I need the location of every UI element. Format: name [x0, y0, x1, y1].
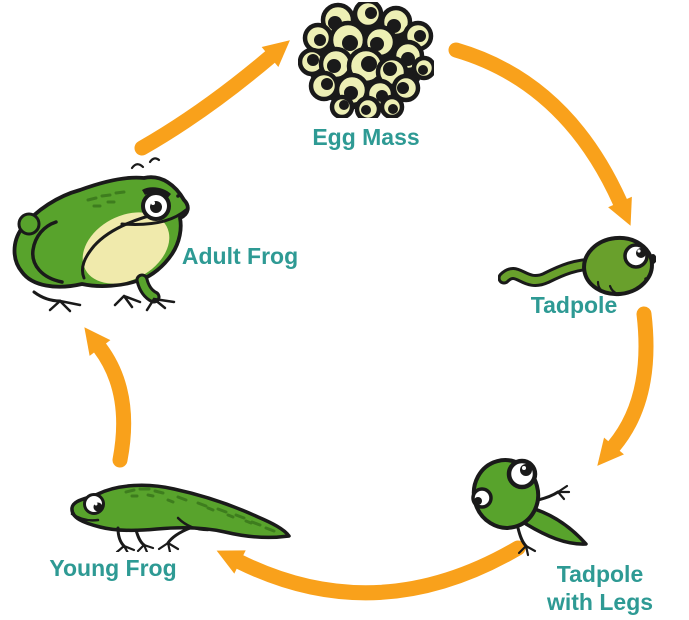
adult-frog-label: Adult Frog	[181, 243, 299, 269]
young-frog-icon	[70, 483, 291, 552]
arrow-adult-frog-to-egg-mass-icon	[134, 40, 290, 156]
arrow-tadpole-to-tadpole-with-legs-icon	[597, 306, 654, 466]
tadpole-with-legs-label: Tadpole with Legs	[547, 560, 653, 616]
arrow-tadpole-with-legs-to-young-frog-icon	[216, 540, 526, 601]
tadpole-icon	[498, 235, 656, 297]
tadpole-with-legs-label-line2: with Legs	[546, 589, 654, 615]
arrow-egg-mass-to-tadpole-icon	[448, 42, 632, 226]
adult-frog-icon	[12, 157, 190, 313]
arrow-young-frog-to-adult-frog-icon	[84, 327, 132, 468]
egg-mass-icon	[298, 2, 434, 118]
tadpole-with-legs-icon	[471, 458, 588, 557]
tadpole-label: Tadpole	[530, 292, 618, 318]
egg-mass-label: Egg Mass	[312, 124, 420, 150]
tadpole-with-legs-label-line1: Tadpole	[556, 561, 644, 587]
young-frog-label: Young Frog	[49, 555, 177, 581]
